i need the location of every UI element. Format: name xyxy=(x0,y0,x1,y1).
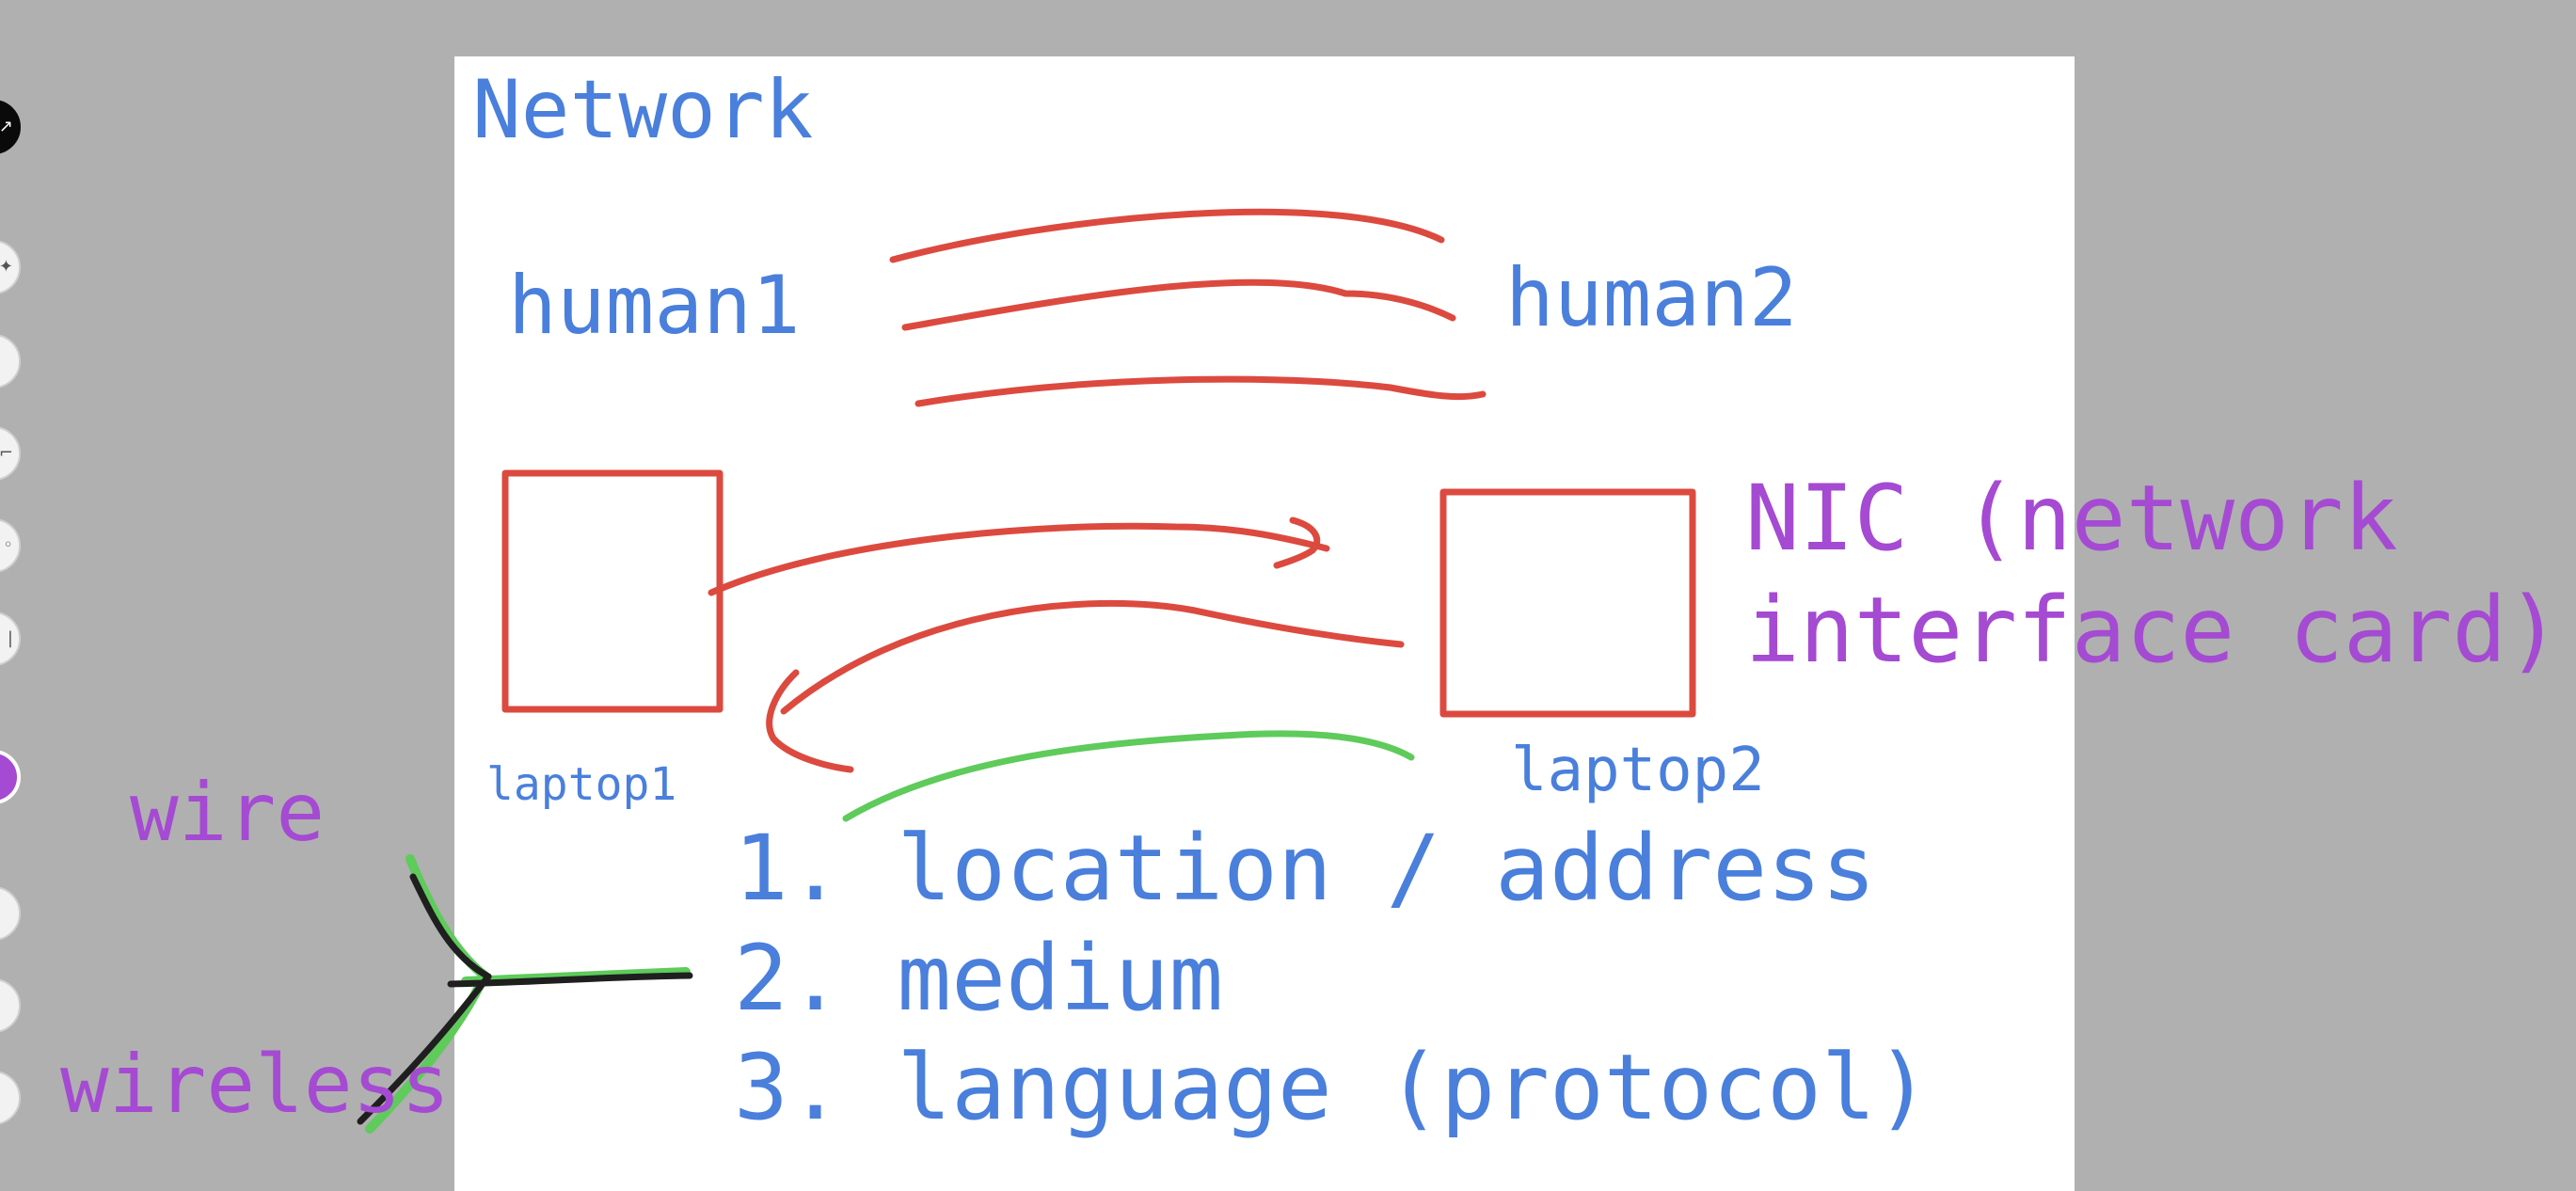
eraser-icon: ⌐ xyxy=(0,443,13,463)
laptop1-box xyxy=(501,469,724,713)
black-medium-stroke xyxy=(447,972,693,988)
wireless-label: wireless xyxy=(60,1038,450,1132)
wire-label: wire xyxy=(130,766,325,860)
list-item-language: 3. language (protocol) xyxy=(734,1035,1931,1140)
red-arrow-right xyxy=(708,522,1330,596)
list-item-medium: 2. medium xyxy=(734,926,1223,1031)
nic-label-line1: NIC (network xyxy=(1745,466,2398,571)
page-title: Network xyxy=(472,63,813,157)
nic-label-line2: interface card) xyxy=(1745,578,2561,683)
red-arrow-left-head xyxy=(766,669,854,773)
text-icon: | xyxy=(7,628,13,648)
black-wire-stroke xyxy=(409,873,492,980)
red-stroke-bottom xyxy=(914,375,1487,407)
laptop1-label: laptop1 xyxy=(486,758,676,811)
red-arrow-right-head xyxy=(1273,516,1321,569)
red-arrow-left xyxy=(780,599,1405,715)
laptop2-label: laptop2 xyxy=(1511,736,1765,805)
list-item-location: 1. location / address xyxy=(734,816,1876,921)
black-wireless-stroke xyxy=(357,973,492,1125)
green-stroke xyxy=(842,730,1415,822)
human2-label: human2 xyxy=(1505,251,1798,345)
lasso-icon: ↗ xyxy=(0,117,13,136)
pen-icon: ✦ xyxy=(0,257,13,277)
green-wire-underlay xyxy=(405,854,489,980)
human1-label: human1 xyxy=(508,259,801,353)
shape-icon: ◦ xyxy=(3,535,13,555)
red-stroke-middle xyxy=(901,278,1456,331)
red-stroke-top xyxy=(889,208,1445,263)
laptop2-box xyxy=(1439,488,1696,718)
